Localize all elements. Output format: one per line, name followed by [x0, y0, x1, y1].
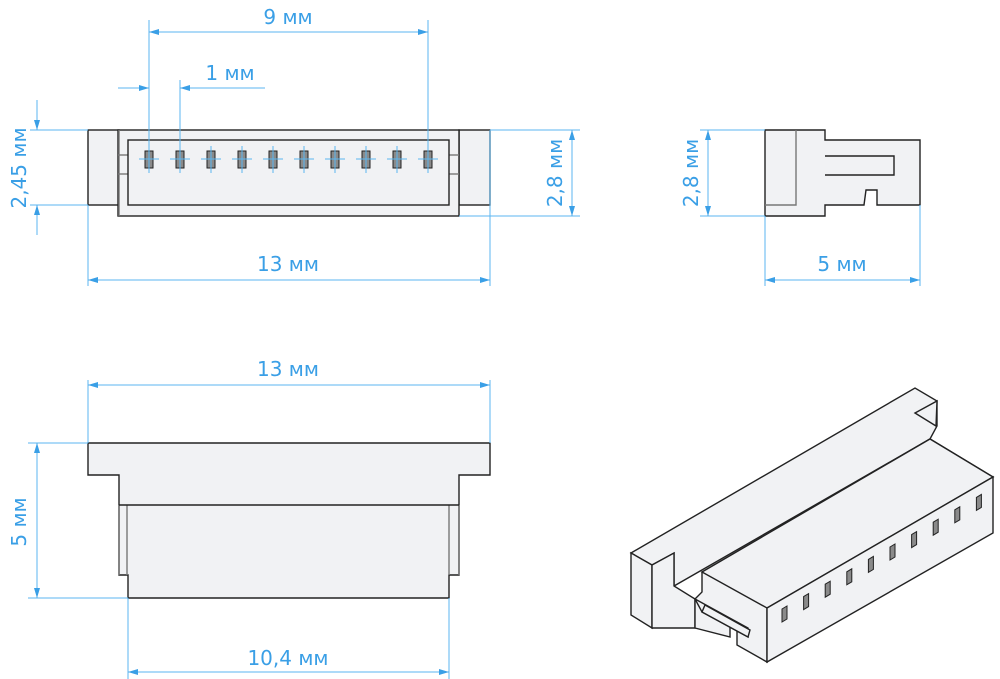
front-dimensions: 9 мм 1 мм 2,45 мм 2,8 мм 13 мм	[7, 5, 580, 286]
bottom-dimensions: 13 мм 5 мм 10,4 мм	[7, 357, 491, 679]
dim-depth-bottom: 5 мм	[7, 497, 31, 546]
dim-depth-side: 5 мм	[817, 252, 866, 276]
iso-pin-slot	[781, 605, 788, 623]
side-dimensions: 2,8 мм 5 мм	[679, 129, 921, 286]
dim-width-front: 13 мм	[257, 252, 319, 276]
pin-row	[139, 146, 438, 173]
iso-pin-slot	[975, 493, 982, 512]
iso-pin-slot	[846, 567, 853, 586]
front-view	[87, 129, 491, 217]
side-view	[764, 129, 921, 217]
dim-pitch: 1 мм	[205, 61, 254, 85]
iso-pin-slots	[781, 493, 982, 623]
bottom-view	[87, 442, 491, 599]
iso-pin-slot	[932, 518, 939, 537]
dim-width-bottom: 13 мм	[257, 357, 319, 381]
isometric-view	[629, 387, 995, 664]
dim-width-bottom-inner: 10,4 мм	[247, 646, 328, 670]
dim-pitch-total: 9 мм	[263, 5, 312, 29]
iso-pin-slot	[889, 543, 896, 561]
iso-pin-slot	[954, 505, 961, 524]
dim-height-inner: 2,45 мм	[7, 127, 31, 208]
dim-height-front: 2,8 мм	[543, 139, 567, 207]
iso-pin-slot	[911, 530, 918, 549]
iso-pin-slot	[803, 592, 810, 611]
iso-pin-slot	[867, 555, 874, 574]
iso-pin-slot	[824, 580, 831, 599]
dim-height-side: 2,8 мм	[679, 139, 703, 207]
